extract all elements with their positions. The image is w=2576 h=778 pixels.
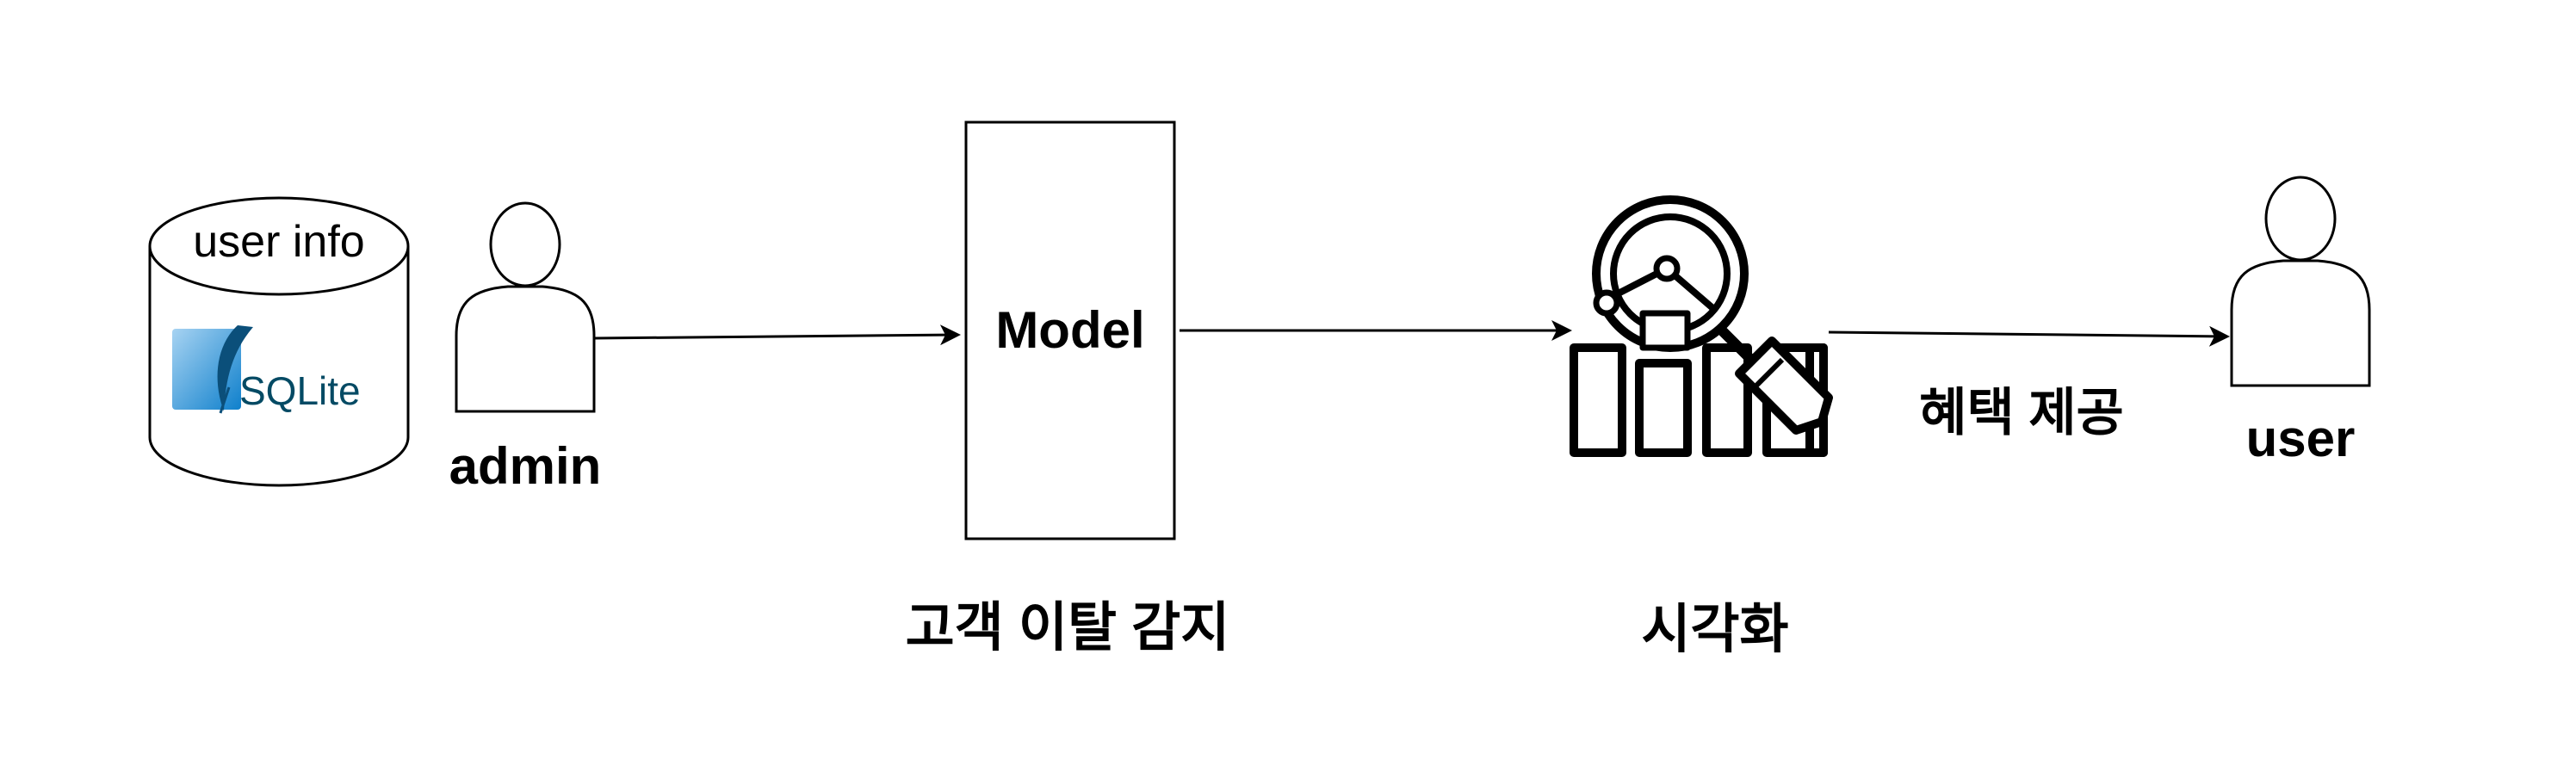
arrow-visualization-to-user — [1828, 325, 2230, 347]
visualization-caption: 시각화 — [1641, 600, 1788, 659]
database-cylinder: user info SQLite — [148, 196, 410, 487]
sqlite-logo: SQLite — [172, 325, 361, 414]
benefit-label: 혜택 제공 — [1919, 384, 2123, 441]
analytics-magnifier-icon — [1570, 195, 1833, 457]
model-label: Model — [995, 301, 1144, 359]
model-box — [964, 120, 1176, 540]
user-person-icon — [2230, 176, 2371, 387]
arrow-admin-to-model — [593, 324, 961, 346]
admin-label: admin — [449, 437, 602, 495]
sqlite-logo-text: SQLite — [239, 368, 361, 413]
admin-person-icon — [455, 201, 596, 413]
model-caption: 고객 이탈 감지 — [906, 598, 1230, 658]
database-label: user info — [193, 217, 364, 267]
user-label: user — [2246, 410, 2356, 467]
